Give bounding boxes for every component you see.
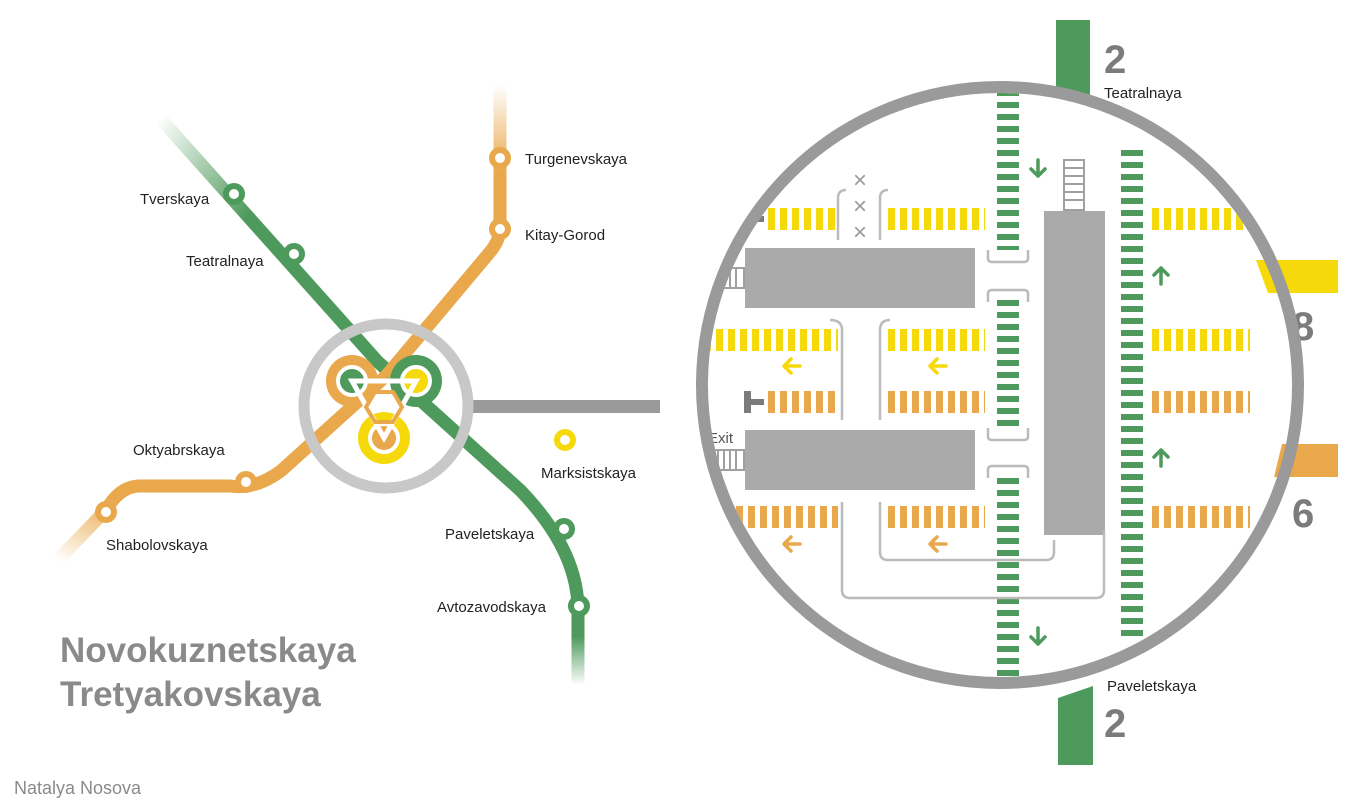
station-tverskaya-marker [223,183,245,205]
line2-top-number: 2 [1104,38,1126,82]
line2-top-tab [1056,20,1090,96]
credit-author: Natalya Nosova [14,778,142,798]
label-marksistskaya: Marksistskaya [541,465,637,482]
label-paveletskaya: Paveletskaya [445,526,535,543]
label-oktyabrskaya: Oktyabrskaya [133,442,225,459]
station-marksistskaya-marker [554,429,576,451]
label-tverskaya: Tverskaya [140,191,210,208]
station-kitay-gorod-marker [489,218,511,240]
orange-line-south [53,371,391,565]
orange-line-north [381,85,507,381]
passage-outlines [829,188,1106,600]
label-shabolovskaya: Shabolovskaya [106,537,208,554]
line2-bottom-tab [1058,686,1093,765]
connector-bar [470,400,660,413]
green-line-north [153,111,385,369]
platform-vertical [1044,211,1105,535]
station-teatralnaya-marker [283,243,305,265]
label-teatralnaya: Teatralnaya [186,253,264,270]
station-shabolovskaya-marker [95,501,117,523]
station-markers [95,147,590,617]
orange-tracks [708,391,1250,528]
map-title-line1: Novokuznetskaya [60,631,356,670]
direction-arrows [782,158,1170,646]
map-title-line2: Tretyakovskaya [60,675,321,714]
station-avtozavodskaya-marker [568,595,590,617]
closed-passage-icon: × × × [853,167,867,246]
label-avtozavodskaya: Avtozavodskaya [437,599,547,616]
closed-mark-1: × [853,167,867,194]
exit-label: Exit [708,430,734,447]
label-kitay-gorod: Kitay-Gorod [525,227,605,244]
station-paveletskaya-marker [553,518,575,540]
hub-ring [298,318,474,494]
platform-lower [745,430,975,490]
direction-teatralnaya: Teatralnaya [1104,85,1182,102]
label-turgenevskaya: Turgenevskaya [525,151,628,168]
station-turgenevskaya-marker [489,147,511,169]
closed-mark-2: × [853,193,867,220]
closed-mark-3: × [853,219,867,246]
line2-bottom-number: 2 [1104,702,1126,746]
detail-ring [696,81,1304,689]
detail-contents: × × × Exit [708,93,1260,677]
station-oktyabrskaya-marker [235,471,257,493]
line6-number: 6 [1292,492,1314,536]
direction-paveletskaya: Paveletskaya [1107,678,1197,695]
hub-transfer-icon [326,355,442,464]
platform-upper [745,248,975,308]
